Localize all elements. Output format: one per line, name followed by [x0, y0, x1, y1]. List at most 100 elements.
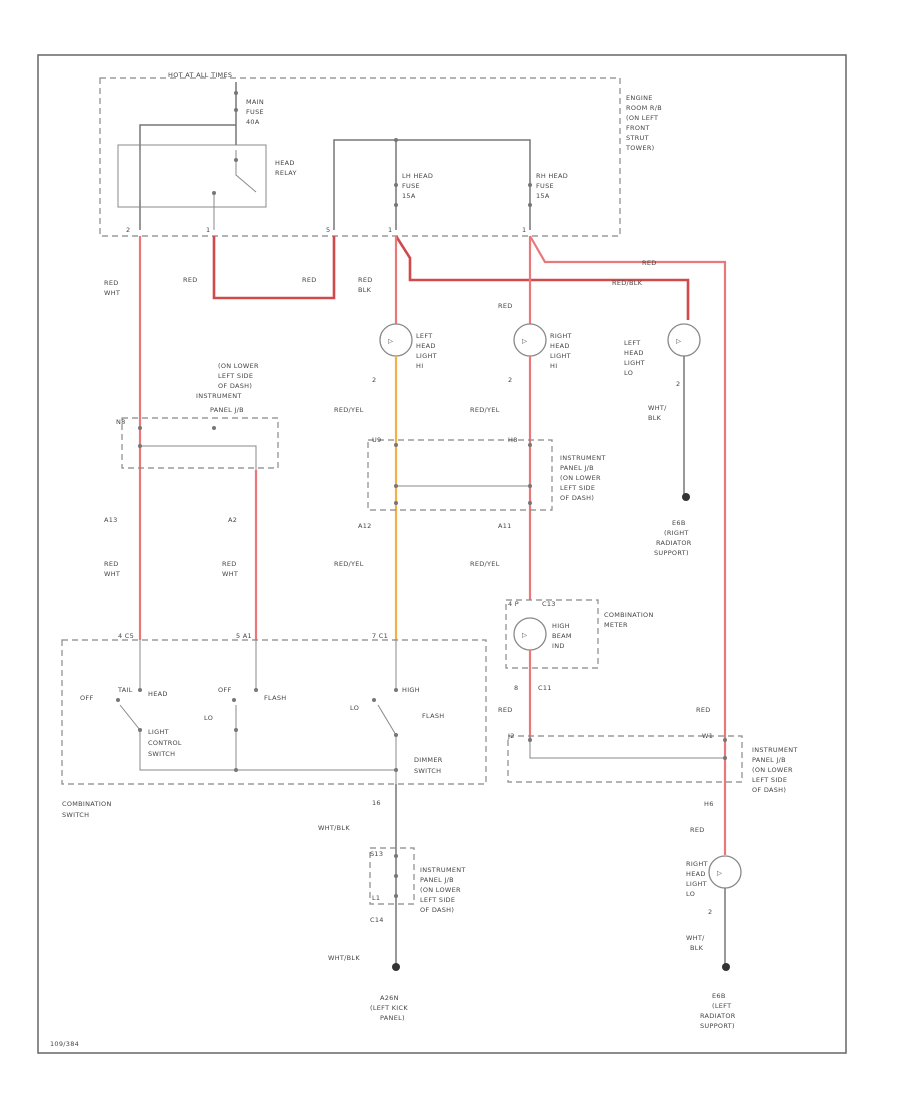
svg-text:COMBINATION: COMBINATION [604, 611, 654, 619]
right-headlight-lo: ▷ [708, 855, 742, 889]
wire-red-7: RED [690, 826, 705, 834]
ground-e6b-left [722, 963, 730, 971]
jb-right-label: INSTRUMENT PANEL J/B (ON LOWER LEFT SIDE… [752, 746, 797, 794]
combination-switch-pins: 4 C5 5 A1 7 C1 [118, 632, 388, 640]
svg-text:LEFT: LEFT [624, 339, 641, 347]
svg-text:RED/BLK: RED/BLK [612, 279, 643, 287]
ground-a26n [392, 963, 400, 971]
fuse-bus-wire [333, 139, 531, 230]
svg-text:(RIGHT: (RIGHT [664, 529, 689, 537]
svg-text:PANEL J/B: PANEL J/B [560, 464, 594, 472]
svg-text:LEFT: LEFT [416, 332, 433, 340]
right-headlight-hi-label: RIGHT HEAD LIGHT HI [550, 332, 572, 370]
pin-h6: H6 [704, 800, 714, 808]
svg-text:1: 1 [388, 226, 392, 234]
svg-text:FLASH: FLASH [264, 694, 286, 702]
flash-label: FLASH [422, 712, 444, 720]
light-switch-positions: OFF TAIL HEAD [80, 686, 168, 702]
svg-text:15A: 15A [402, 192, 416, 200]
jb-middle-label: INSTRUMENT PANEL J/B (ON LOWER LEFT SIDE… [560, 454, 605, 502]
wire-red-right: RED [696, 706, 711, 714]
svg-text:RADIATOR: RADIATOR [656, 539, 692, 547]
wire-red-yel-2: RED/YEL [470, 406, 500, 414]
svg-text:LEFT SIDE: LEFT SIDE [420, 896, 455, 904]
jb-left-bus [140, 445, 257, 470]
left-headlight-hi: ▷ [379, 323, 413, 357]
svg-text:HEAD: HEAD [624, 349, 644, 357]
svg-text:PANEL): PANEL) [380, 1014, 405, 1022]
svg-text:LIGHT: LIGHT [416, 352, 437, 360]
svg-text:5 A1: 5 A1 [236, 632, 252, 640]
reference-code: 109/384 [50, 1040, 79, 1048]
svg-text:(LEFT: (LEFT [712, 1002, 731, 1010]
svg-text:HEAD: HEAD [148, 690, 168, 698]
right-headlight-hi: ▷ [513, 323, 547, 357]
comb-meter-pin-1: 4 P [508, 600, 519, 608]
svg-text:▷: ▷ [388, 337, 393, 345]
svg-text:INSTRUMENT: INSTRUMENT [196, 392, 242, 400]
svg-text:HIGH: HIGH [552, 622, 570, 630]
ground-e6b-right-label: E6B (RIGHT RADIATOR SUPPORT) [654, 519, 692, 557]
jb-left-label: (ON LOWER LEFT SIDE OF DASH) INSTRUMENT … [196, 362, 259, 414]
svg-text:HEAD: HEAD [416, 342, 436, 350]
pin-2-left-hi: 2 [372, 376, 376, 384]
svg-text:STRUT: STRUT [626, 134, 649, 142]
jb-right-pin-2: W1 [702, 732, 713, 740]
svg-text:BEAM: BEAM [552, 632, 572, 640]
svg-text:LIGHT: LIGHT [624, 359, 645, 367]
svg-text:DIMMER: DIMMER [414, 756, 443, 764]
svg-text:WHT: WHT [104, 570, 120, 578]
svg-text:RED: RED [104, 279, 119, 287]
pin-16: 16 [372, 799, 381, 807]
head-relay-coil [139, 150, 257, 230]
top-connector-pins: 2 1 5 1 1 [126, 226, 526, 234]
svg-text:A2: A2 [228, 516, 237, 524]
svg-text:FUSE: FUSE [536, 182, 554, 190]
svg-text:OF DASH): OF DASH) [420, 906, 454, 914]
pin-2-right-lo: 2 [708, 908, 712, 916]
left-headlight-hi-label: LEFT HEAD LIGHT HI [416, 332, 437, 370]
svg-text:OF DASH): OF DASH) [218, 382, 252, 390]
svg-text:(ON LOWER: (ON LOWER [420, 886, 461, 894]
connector-c14: C14 [370, 916, 384, 924]
svg-text:15A: 15A [536, 192, 550, 200]
high-beam-indicator: ▷ [513, 617, 547, 651]
svg-text:OFF: OFF [218, 686, 232, 694]
svg-text:HEAD: HEAD [686, 870, 706, 878]
svg-text:2: 2 [126, 226, 130, 234]
svg-text:SWITCH: SWITCH [62, 811, 89, 819]
svg-text:▷: ▷ [717, 869, 722, 877]
jb-left-box [121, 417, 279, 469]
svg-text:INSTRUMENT: INSTRUMENT [420, 866, 466, 874]
jb-right-pin-1: J2 [507, 732, 515, 740]
svg-text:FRONT: FRONT [626, 124, 650, 132]
svg-text:SWITCH: SWITCH [148, 750, 175, 758]
wire-relay-to-fuse [212, 236, 336, 300]
hi-label: HIGH [402, 686, 420, 694]
svg-text:IND: IND [552, 642, 565, 650]
svg-text:SWITCH: SWITCH [414, 767, 441, 775]
svg-text:40A: 40A [246, 118, 260, 126]
wire-red-yel-1: RED/YEL [334, 406, 364, 414]
main-fuse-wire [139, 82, 237, 230]
combination-switch-label: COMBINATION SWITCH [62, 800, 112, 819]
svg-text:RED/YEL: RED/YEL [334, 560, 364, 568]
svg-text:SUPPORT): SUPPORT) [700, 1022, 735, 1030]
ground-e6b-right [682, 493, 690, 501]
jb-middle-box [367, 439, 553, 511]
svg-text:4 C5: 4 C5 [118, 632, 134, 640]
svg-text:A26N: A26N [380, 994, 399, 1002]
svg-text:COMBINATION: COMBINATION [62, 800, 112, 808]
left-headlight-lo: ▷ [667, 323, 701, 357]
pin-2-left-lo: 2 [676, 380, 680, 388]
ground-e6b-left-label: E6B (LEFT RADIATOR SUPPORT) [700, 992, 735, 1030]
svg-text:RED: RED [222, 560, 237, 568]
svg-text:OFF: OFF [80, 694, 94, 702]
high-beam-label: HIGH BEAM IND [552, 622, 572, 650]
svg-text:RIGHT: RIGHT [550, 332, 572, 340]
svg-text:HI: HI [550, 362, 557, 370]
svg-text:WHT/: WHT/ [648, 404, 667, 412]
wire-lh-fuse-to-left-lo [394, 235, 690, 320]
svg-text:RED: RED [642, 259, 657, 267]
